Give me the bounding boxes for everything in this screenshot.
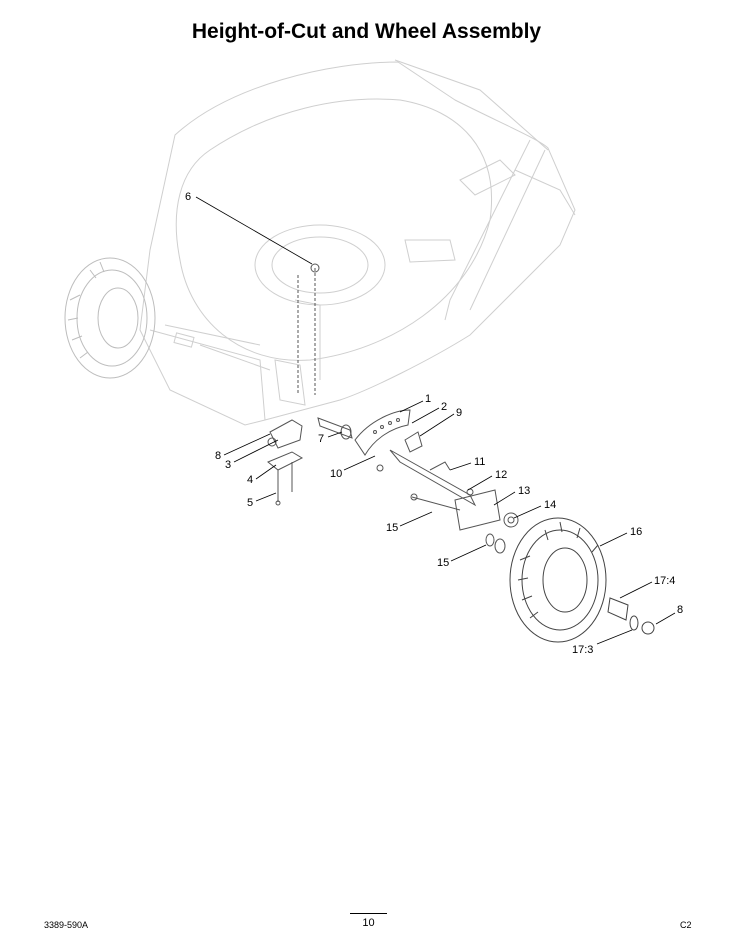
assembly-parts — [267, 263, 519, 554]
callout-2: 2 — [441, 401, 447, 413]
callout-11: 11 — [474, 456, 485, 468]
mower-deck-illustration — [139, 59, 576, 426]
callout-17-3: 17:3 — [572, 644, 593, 656]
callout-10: 10 — [330, 468, 342, 480]
callout-6: 6 — [185, 191, 191, 203]
page-title: Height-of-Cut and Wheel Assembly — [191, 20, 542, 43]
section-code: C2 — [680, 920, 692, 930]
callout-8-right: 8 — [677, 604, 683, 616]
callout-labels: 6 1 2 9 7 8 3 10 4 11 12 13 5 14 15 16 1… — [185, 191, 683, 656]
callout-8-left: 8 — [215, 450, 221, 462]
callout-17: 16 — [630, 526, 642, 538]
callout-5: 5 — [247, 497, 253, 509]
callout-1: 1 — [425, 393, 431, 405]
callout-3: 3 — [225, 459, 231, 471]
callout-12: 12 — [495, 469, 507, 481]
callout-4: 4 — [247, 474, 253, 486]
front-wheel-illustration — [509, 517, 655, 643]
callout-7: 7 — [318, 433, 324, 445]
callout-15: 15 — [386, 522, 398, 534]
callout-14: 14 — [544, 499, 556, 511]
rear-wheel-illustration — [64, 257, 156, 379]
callout-13: 13 — [518, 485, 530, 497]
document-code: 3389-590A — [44, 920, 89, 930]
callout-9: 9 — [456, 407, 462, 419]
leader-lines — [195, 196, 676, 645]
callout-16: 15 — [437, 557, 449, 569]
callout-17-4: 17:4 — [654, 575, 675, 587]
page-number: 10 — [350, 913, 387, 929]
